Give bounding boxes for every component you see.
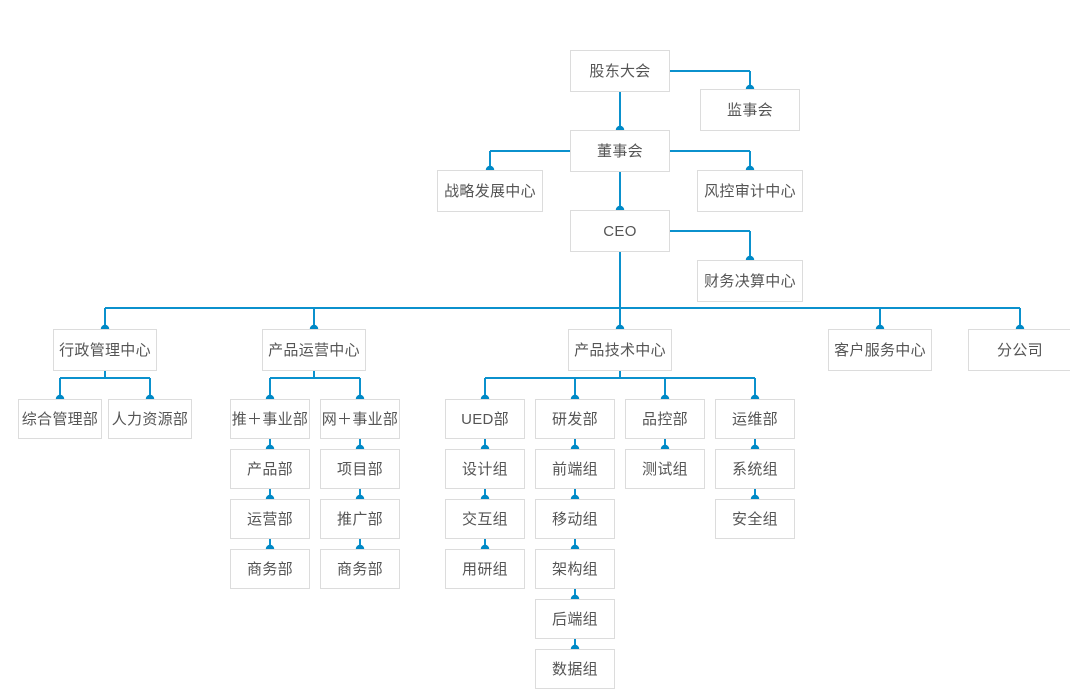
org-node-label: 移动组 (552, 510, 598, 528)
org-node-label: 董事会 (597, 142, 643, 160)
org-node-qa[interactable]: 品控部 (625, 399, 705, 439)
org-node-label: 设计组 (462, 460, 508, 478)
org-node-data_group[interactable]: 数据组 (535, 649, 615, 689)
org-node-label: 网＋事业部 (321, 410, 399, 428)
org-node-interaction_group[interactable]: 交互组 (445, 499, 525, 539)
org-node-mobile_group[interactable]: 移动组 (535, 499, 615, 539)
org-node-label: 商务部 (337, 560, 383, 578)
org-node-finance[interactable]: 财务决算中心 (697, 260, 803, 302)
org-node-label: 战略发展中心 (444, 182, 536, 200)
org-node-label: 商务部 (247, 560, 293, 578)
org-node-security_group[interactable]: 安全组 (715, 499, 795, 539)
org-node-label: CEO (603, 222, 637, 240)
org-node-label: 产品技术中心 (574, 341, 666, 359)
org-node-tuiplus[interactable]: 推＋事业部 (230, 399, 310, 439)
org-node-label: 推广部 (337, 510, 383, 528)
org-node-hr[interactable]: 人力资源部 (108, 399, 192, 439)
org-node-label: 股东大会 (589, 62, 651, 80)
org-node-label: 数据组 (552, 660, 598, 678)
org-node-label: 交互组 (462, 510, 508, 528)
org-node-test_group[interactable]: 测试组 (625, 449, 705, 489)
org-node-project_dept[interactable]: 项目部 (320, 449, 400, 489)
org-node-backend_group[interactable]: 后端组 (535, 599, 615, 639)
org-node-board[interactable]: 董事会 (570, 130, 670, 172)
org-node-label: 后端组 (552, 610, 598, 628)
org-node-branch[interactable]: 分公司 (968, 329, 1070, 371)
org-node-label: 人力资源部 (111, 410, 189, 428)
org-node-label: 风控审计中心 (704, 182, 796, 200)
org-node-devops[interactable]: 运维部 (715, 399, 795, 439)
org-node-label: 用研组 (462, 560, 508, 578)
org-node-label: 产品部 (247, 460, 293, 478)
org-node-label: 综合管理部 (21, 410, 99, 428)
org-node-research_group[interactable]: 用研组 (445, 549, 525, 589)
org-node-label: 运营部 (247, 510, 293, 528)
org-node-promo_dept[interactable]: 推广部 (320, 499, 400, 539)
org-node-biz_dept_a[interactable]: 商务部 (230, 549, 310, 589)
org-node-strategy[interactable]: 战略发展中心 (437, 170, 543, 212)
org-node-biz_dept_b[interactable]: 商务部 (320, 549, 400, 589)
org-node-label: 架构组 (552, 560, 598, 578)
org-node-supervisory[interactable]: 监事会 (700, 89, 800, 131)
org-node-label: 客户服务中心 (834, 341, 926, 359)
org-node-label: 研发部 (552, 410, 598, 428)
org-node-label: 财务决算中心 (704, 272, 796, 290)
org-node-product_dept[interactable]: 产品部 (230, 449, 310, 489)
org-node-customerservice[interactable]: 客户服务中心 (828, 329, 932, 371)
org-node-rd[interactable]: 研发部 (535, 399, 615, 439)
org-node-label: 监事会 (727, 101, 773, 119)
org-node-label: 产品运营中心 (268, 341, 360, 359)
org-node-label: 品控部 (642, 410, 688, 428)
org-node-label: 推＋事业部 (231, 410, 309, 428)
org-node-prodops[interactable]: 产品运营中心 (262, 329, 366, 371)
org-node-wangplus[interactable]: 网＋事业部 (320, 399, 400, 439)
org-node-ceo[interactable]: CEO (570, 210, 670, 252)
org-node-label: 前端组 (552, 460, 598, 478)
org-node-admin[interactable]: 行政管理中心 (53, 329, 157, 371)
org-node-label: 运维部 (732, 410, 778, 428)
org-node-prodtech[interactable]: 产品技术中心 (568, 329, 672, 371)
org-node-shareholders[interactable]: 股东大会 (570, 50, 670, 92)
org-node-generalmgmt[interactable]: 综合管理部 (18, 399, 102, 439)
org-node-design_group[interactable]: 设计组 (445, 449, 525, 489)
org-node-system_group[interactable]: 系统组 (715, 449, 795, 489)
org-node-riskaudit[interactable]: 风控审计中心 (697, 170, 803, 212)
org-node-label: 分公司 (997, 341, 1043, 359)
org-node-ued[interactable]: UED部 (445, 399, 525, 439)
org-node-arch_group[interactable]: 架构组 (535, 549, 615, 589)
org-node-ops_dept[interactable]: 运营部 (230, 499, 310, 539)
org-node-label: 安全组 (732, 510, 778, 528)
org-node-label: 系统组 (732, 460, 778, 478)
org-node-label: 测试组 (642, 460, 688, 478)
org-node-label: 项目部 (337, 460, 383, 478)
org-node-label: UED部 (461, 410, 509, 428)
org-node-frontend_group[interactable]: 前端组 (535, 449, 615, 489)
org-node-label: 行政管理中心 (59, 341, 151, 359)
